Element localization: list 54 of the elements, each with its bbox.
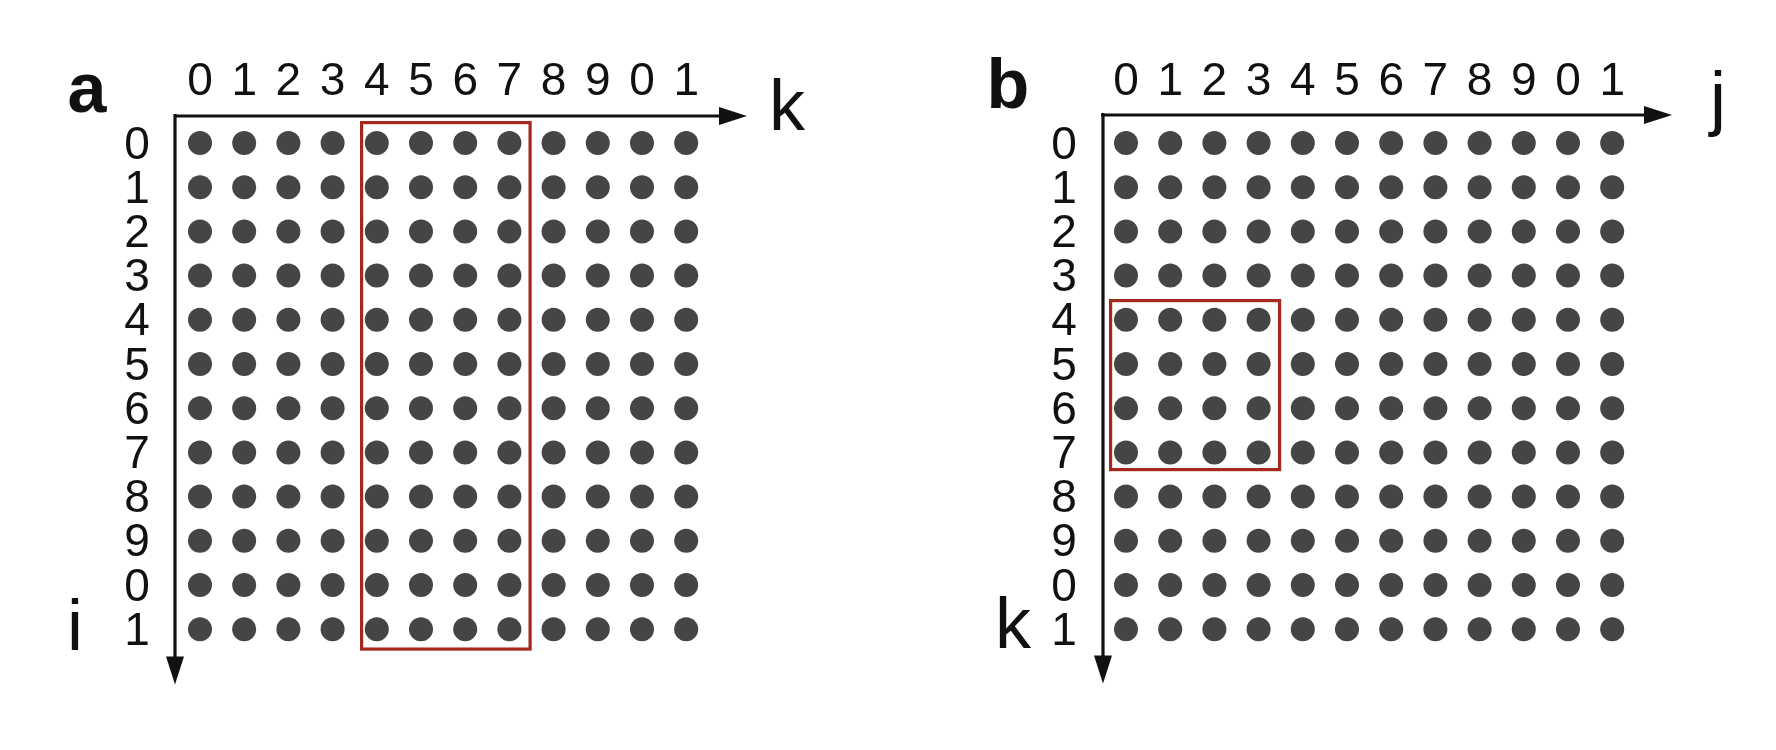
tick-label: 1 bbox=[124, 610, 150, 648]
tick-label: 1 bbox=[673, 60, 699, 98]
tick-label: 0 bbox=[124, 566, 150, 603]
axis-label: i bbox=[67, 586, 83, 666]
tick-label: 0 bbox=[1555, 60, 1581, 98]
tick-label: 2 bbox=[275, 60, 302, 98]
tick-label: 0 bbox=[629, 60, 655, 98]
panel-label: a bbox=[67, 53, 107, 123]
tick-label: 6 bbox=[1378, 60, 1404, 98]
tick-label: 0 bbox=[1113, 60, 1139, 98]
tick-label: 3 bbox=[1051, 256, 1077, 294]
tick-label: 1 bbox=[1051, 168, 1077, 206]
tick-label: 0 bbox=[187, 60, 213, 98]
tick-label: 4 bbox=[364, 60, 390, 98]
tick-label: 8 bbox=[124, 477, 150, 515]
tick-label: 6 bbox=[124, 389, 150, 427]
tick-label: 7 bbox=[124, 433, 150, 471]
tick-label: 5 bbox=[124, 345, 150, 382]
tick-label: 5 bbox=[1051, 345, 1077, 382]
tick-label: 4 bbox=[1051, 300, 1077, 338]
tick-label: 6 bbox=[452, 60, 478, 98]
tick-label: 0 bbox=[1051, 124, 1077, 161]
tick-label: 7 bbox=[1051, 433, 1077, 471]
tick-label: 8 bbox=[1466, 60, 1493, 98]
tick-label: 1 bbox=[1051, 610, 1077, 648]
tick-label: 9 bbox=[124, 521, 150, 559]
tick-label: 9 bbox=[1511, 60, 1537, 98]
panel-label: b bbox=[986, 49, 1030, 119]
tick-label: 2 bbox=[1051, 212, 1077, 250]
tick-label: 3 bbox=[319, 60, 346, 98]
tick-label: 1 bbox=[124, 168, 150, 206]
tick-label: 1 bbox=[231, 60, 257, 98]
tick-label: 1 bbox=[1157, 60, 1183, 98]
axis-label: k bbox=[995, 584, 1031, 664]
tick-label: 3 bbox=[124, 256, 150, 294]
tick-label: 5 bbox=[408, 60, 434, 98]
axis-label: j bbox=[1710, 58, 1726, 138]
tick-label: 2 bbox=[1201, 60, 1228, 98]
tick-label: 6 bbox=[1051, 389, 1077, 427]
tick-label: 0 bbox=[124, 124, 150, 161]
tick-label: 0 bbox=[1051, 566, 1077, 603]
tick-label: 3 bbox=[1245, 60, 1272, 98]
tick-label: 9 bbox=[585, 60, 611, 98]
tick-label: 1 bbox=[1599, 60, 1625, 98]
tick-label: 4 bbox=[124, 300, 150, 338]
tick-label: 2 bbox=[124, 212, 150, 250]
tick-label: 5 bbox=[1334, 60, 1360, 98]
axis-label: k bbox=[769, 66, 805, 146]
tick-label: 8 bbox=[1051, 477, 1077, 515]
tick-label: 8 bbox=[540, 60, 567, 98]
tick-label: 7 bbox=[1422, 60, 1449, 98]
tick-label: 7 bbox=[496, 60, 523, 98]
tick-label: 4 bbox=[1290, 60, 1316, 98]
tick-label: 9 bbox=[1051, 521, 1077, 559]
